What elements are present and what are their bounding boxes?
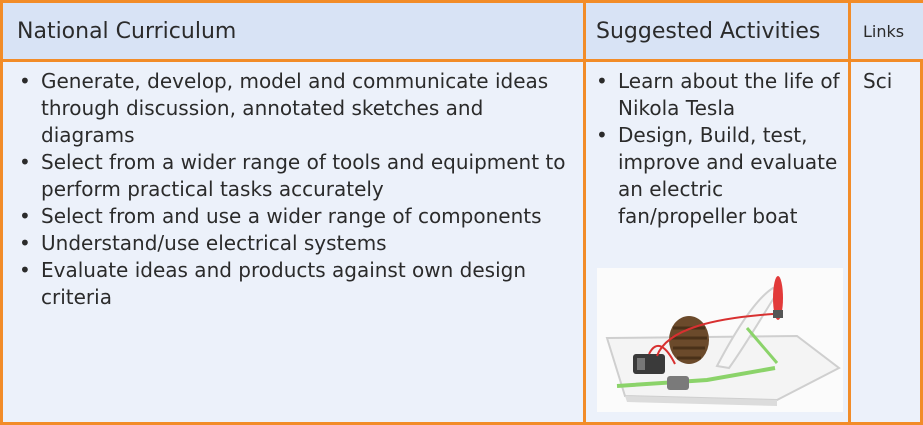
list-item: Evaluate ideas and products against own … [17,257,583,311]
list-item: Generate, develop, model and communicate… [17,68,583,149]
links-value: Sci [863,69,893,93]
header-suggested-activities: Suggested Activities [586,3,848,59]
header-divider [3,59,920,62]
list-item: Select from and use a wider range of com… [17,203,583,230]
header-links: Links [851,3,923,59]
column-divider-2 [848,3,851,422]
column-divider-1 [583,3,586,422]
links-cell: Sci [851,62,923,422]
activities-list: Learn about the life of Nikola Tesla Des… [594,68,848,230]
list-item: Learn about the life of Nikola Tesla [594,68,848,122]
list-item: Design, Build, test, improve and evaluat… [594,122,848,230]
curriculum-list: Generate, develop, model and communicate… [17,68,583,311]
list-item: Select from a wider range of tools and e… [17,149,583,203]
header-national-curriculum: National Curriculum [3,3,583,59]
curriculum-cell: Generate, develop, model and communicate… [3,62,583,422]
propeller-boat-image [597,268,843,412]
list-item: Understand/use electrical systems [17,230,583,257]
activities-cell: Learn about the life of Nikola Tesla Des… [586,62,848,422]
